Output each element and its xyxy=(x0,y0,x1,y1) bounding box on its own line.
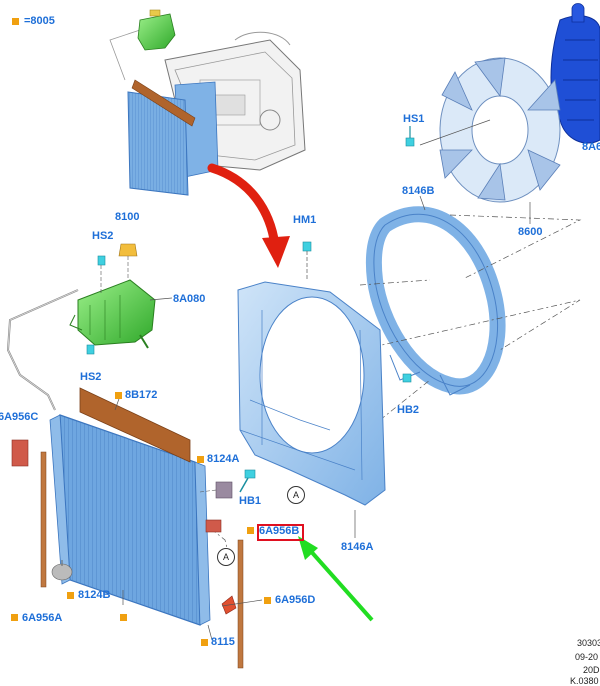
label-8146a: 8146A xyxy=(341,541,374,553)
footer-line-4: K.0380 xyxy=(570,676,599,686)
screw-hs2-top-icon xyxy=(97,255,106,295)
label-hm1: HM1 xyxy=(293,214,317,226)
engine-assembly-illustration xyxy=(109,9,306,196)
strip-6a956a-illustration xyxy=(40,451,47,588)
callout-a-bottom: A xyxy=(217,548,235,566)
marker-blank xyxy=(120,614,127,621)
marker-8b172 xyxy=(115,392,122,399)
label-hs1: HS1 xyxy=(403,113,425,125)
reservoir-cap-icon xyxy=(118,243,138,280)
legend-marker xyxy=(12,18,19,25)
footer-line-1: 30303 xyxy=(577,638,600,648)
clip-hb2-icon xyxy=(402,373,412,383)
label-8124a: 8124A xyxy=(207,453,240,465)
label-8600: 8600 xyxy=(518,226,543,238)
fan-clutch-illustration xyxy=(550,3,600,144)
screw-hs1-icon xyxy=(405,126,415,147)
label-8100: 8100 xyxy=(115,211,140,223)
marker-6a956b xyxy=(247,527,254,534)
label-8146b: 8146B xyxy=(402,185,435,197)
marker-8124a xyxy=(197,456,204,463)
label-hs2-top: HS2 xyxy=(92,230,114,242)
bolt-hb1-icon xyxy=(239,469,256,493)
label-hb1: HB1 xyxy=(239,495,262,507)
red-arrow-icon xyxy=(207,163,290,268)
bracket-8124a-illustration xyxy=(199,481,233,499)
label-8b172: 8B172 xyxy=(125,389,158,401)
seal-6a956c-illustration xyxy=(11,439,29,467)
label-6a956d: 6A956D xyxy=(275,594,316,606)
seal-6a956b-illustration xyxy=(205,519,222,533)
label-8124b: 8124B xyxy=(78,589,111,601)
footer-line-3: 20D xyxy=(583,665,600,675)
strip-6a956d-illustration xyxy=(237,539,244,669)
marker-6a956d xyxy=(264,597,271,604)
seal-8b172-illustration xyxy=(79,387,191,463)
leader-lines xyxy=(114,195,531,641)
screw-hs2-bottom-icon xyxy=(86,344,95,355)
coolant-reservoir-illustration xyxy=(69,279,156,349)
marker-8124b xyxy=(67,592,74,599)
radiator-illustration xyxy=(49,414,211,626)
callout-a-top: A xyxy=(287,486,305,504)
marker-6a956a xyxy=(11,614,18,621)
label-8115: 8115 xyxy=(211,636,235,648)
marker-8115 xyxy=(201,639,208,646)
cooling-fan-illustration xyxy=(419,57,561,203)
label-6a956b: 6A956B xyxy=(259,525,300,537)
label-6a956a: 6A956A xyxy=(22,612,63,624)
bracket-8124b-illustration xyxy=(51,560,73,581)
label-hb2: HB2 xyxy=(397,404,420,416)
pin-hm1-icon xyxy=(302,241,312,280)
fan-ring-illustration xyxy=(365,206,506,396)
label-8a080: 8A080 xyxy=(173,293,206,305)
label-6a956c: 6A956C xyxy=(0,411,39,423)
fan-shroud-illustration xyxy=(237,281,386,506)
label-8a6: 8A6 xyxy=(582,141,600,153)
legend-ref: =8005 xyxy=(24,15,55,27)
label-hs2-bottom: HS2 xyxy=(80,371,102,383)
coolant-hose-line xyxy=(6,289,79,411)
green-arrow-icon xyxy=(298,536,374,622)
footer-line-2: 09-20 xyxy=(575,652,599,662)
highlight-box xyxy=(257,524,304,541)
